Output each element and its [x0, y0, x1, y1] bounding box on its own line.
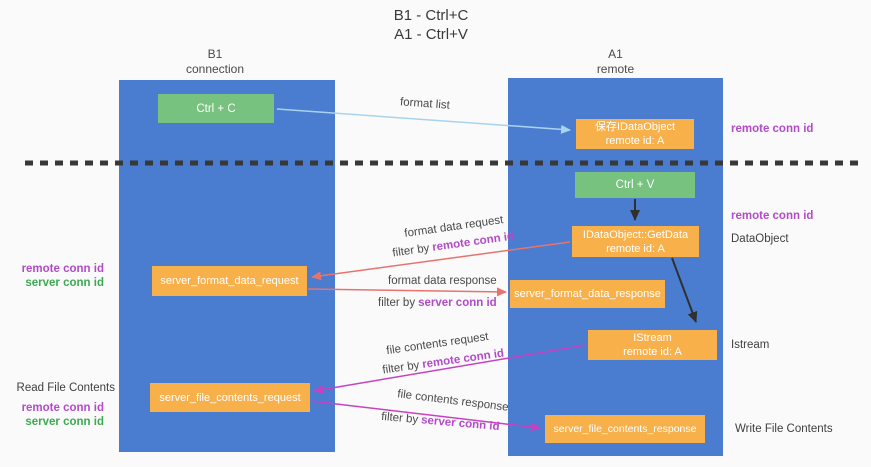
- label-remote-conn-id-mid-right: remote conn id: [731, 210, 814, 222]
- node-save-idataobject: 保存IDataObject remote id: A: [576, 119, 694, 149]
- filter-by-text: filter by: [380, 410, 419, 427]
- node-istream: IStream remote id: A: [588, 330, 717, 360]
- label-server-conn-id-top-left: server conn id: [25, 277, 104, 289]
- left-column-header: B1 connection: [110, 47, 320, 77]
- label-remote-conn-id-top-left: remote conn id: [21, 263, 104, 275]
- node-istream-line2: remote id: A: [623, 346, 682, 358]
- conn-id-text: remote conn id: [421, 347, 505, 371]
- node-idataobject-getdata-line1: IDataObject::GetData: [582, 228, 689, 241]
- right-column-header: A1 remote: [508, 47, 723, 77]
- node-ctrl-c: Ctrl + C: [158, 94, 274, 123]
- filter-by-text: filter by: [381, 359, 421, 377]
- node-server-format-data-response-label: server_format_data_response: [514, 288, 661, 300]
- node-save-idataobject-line2: remote id: A: [605, 135, 665, 147]
- node-server-file-contents-response: server_file_contents_response: [545, 415, 705, 443]
- label-write-file-contents: Write File Contents: [735, 423, 833, 435]
- arrow-format-data-response: [307, 287, 507, 297]
- node-server-format-data-response: server_format_data_response: [510, 280, 665, 308]
- label-remote-conn-id-bottom-left: remote conn id: [21, 402, 104, 414]
- left-column-name: B1: [207, 47, 223, 61]
- right-column-name: A1: [608, 47, 623, 61]
- conn-id-text: server conn id: [418, 297, 497, 309]
- node-save-idataobject-line1: 保存IDataObject: [594, 121, 676, 133]
- title-line-1: B1 - Ctrl+C: [393, 7, 469, 24]
- node-server-format-data-request: server_format_data_request: [152, 266, 307, 296]
- node-ctrl-v: Ctrl + V: [575, 172, 695, 198]
- label-remote-conn-id-top-right: remote conn id: [731, 123, 814, 135]
- left-column-subtitle: connection: [185, 62, 245, 76]
- node-idataobject-getdata-line2: remote id: A: [606, 242, 665, 255]
- label-dataobject: DataObject: [731, 233, 789, 245]
- edge-label-format-list: format list: [399, 96, 451, 112]
- label-istream: Istream: [731, 339, 770, 351]
- node-idataobject-getdata: IDataObject::GetData remote id: A: [572, 226, 699, 257]
- node-server-file-contents-response-label: server_file_contents_response: [553, 423, 697, 435]
- node-server-file-contents-request: server_file_contents_request: [150, 383, 310, 412]
- filter-by-text: filter by: [378, 297, 416, 309]
- node-istream-line1: IStream: [633, 332, 672, 344]
- node-ctrl-v-label: Ctrl + V: [615, 179, 655, 191]
- filter-by-text: filter by: [391, 242, 431, 260]
- right-column-subtitle: remote: [596, 62, 635, 76]
- edge-label-file-contents-response: file contents response: [396, 388, 510, 414]
- edge-label-format-data-response: format data response: [388, 275, 497, 287]
- conn-id-text: server conn id: [420, 414, 501, 434]
- title-line-2: A1 - Ctrl+V: [394, 26, 468, 43]
- node-ctrl-c-label: Ctrl + C: [196, 102, 236, 115]
- node-server-format-data-request-label: server_format_data_request: [160, 275, 299, 287]
- node-server-file-contents-request-label: server_file_contents_request: [159, 391, 301, 404]
- label-server-conn-id-bottom-left: server conn id: [25, 416, 104, 428]
- label-read-file-contents: Read File Contents: [16, 382, 115, 394]
- diagram-title: B1 - Ctrl+C A1 - Ctrl+V: [0, 6, 862, 44]
